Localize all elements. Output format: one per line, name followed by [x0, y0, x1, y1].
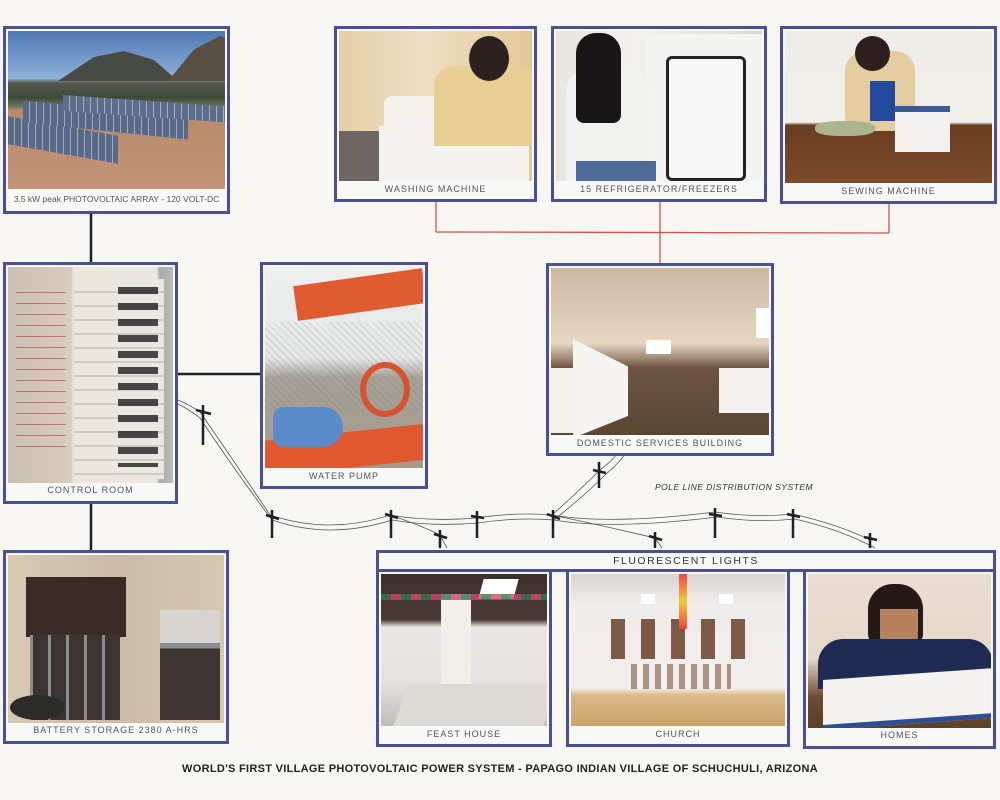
fluorescent-light-icon — [641, 594, 655, 604]
battery-storage-caption: BATTERY STORAGE 2380 A-HRS — [33, 725, 199, 735]
fluorescent-light-icon — [719, 594, 733, 604]
decorated-pillar-icon — [441, 594, 471, 694]
refrigerators-caption: 15 REFRIGERATOR/FREEZERS — [580, 184, 738, 194]
panel-control-room: CONTROL ROOM — [3, 262, 178, 504]
pole-icon — [195, 405, 212, 445]
control-room-caption: CONTROL ROOM — [47, 485, 134, 495]
window-icon — [756, 308, 769, 338]
homes-caption: HOMES — [880, 730, 919, 740]
panel-sewing-machine: SEWING MACHINE — [780, 26, 997, 204]
homes-photo — [808, 574, 991, 728]
washer-icon — [719, 368, 769, 413]
sewing-machine-icon — [895, 106, 950, 152]
panel-domestic-services: DOMESTIC SERVICES BUILDING — [546, 263, 774, 456]
battery-rack-icon — [160, 610, 220, 720]
appliance-connectors — [435, 201, 890, 263]
water-pump-photo — [265, 267, 423, 468]
washing-machine-caption: WASHING MACHINE — [384, 184, 487, 194]
battery-bank-icon — [26, 577, 126, 637]
pole-icon — [384, 510, 399, 538]
person-hair-icon — [576, 33, 621, 123]
person-head-icon — [469, 36, 509, 81]
panel-feast-house: FEAST HOUSE — [376, 569, 552, 747]
panel-water-pump: WATER PUMP — [260, 262, 428, 489]
church-caption: CHURCH — [655, 729, 701, 739]
panel-battery-storage: BATTERY STORAGE 2380 A-HRS — [3, 550, 229, 744]
wiring-icon — [16, 287, 66, 457]
utility-poles — [195, 405, 878, 548]
feast-house-caption: FEAST HOUSE — [426, 729, 502, 739]
pole-line-label: POLE LINE DISTRIBUTION SYSTEM — [655, 482, 814, 492]
pole-icon — [863, 533, 878, 548]
meters-icon — [118, 287, 158, 467]
garland-icon — [381, 594, 547, 600]
jeans-icon — [576, 161, 656, 181]
sewing-machine-caption: SEWING MACHINE — [841, 186, 936, 196]
church-photo — [571, 574, 785, 726]
pole-icon — [265, 510, 280, 538]
battery-storage-photo — [8, 555, 224, 723]
pump-beam-icon — [293, 268, 423, 321]
pole-icon — [433, 530, 448, 548]
control-room-photo — [8, 267, 173, 483]
panel-homes: HOMES — [803, 569, 996, 749]
barrel-icon — [10, 695, 65, 720]
washing-machine-photo — [339, 31, 532, 181]
sewing-machine-photo — [785, 31, 992, 183]
panel-refrigerators: 15 REFRIGERATOR/FREEZERS — [551, 26, 767, 202]
pole-icon — [592, 462, 607, 488]
pole-icon — [708, 508, 723, 538]
sweater-icon — [870, 81, 895, 121]
refrigerator-photo — [556, 31, 762, 181]
feast-house-photo — [381, 574, 547, 726]
mountain-icon — [168, 36, 225, 81]
sink-icon — [339, 131, 379, 181]
water-pump-caption: WATER PUMP — [309, 471, 379, 481]
mountain-icon — [58, 51, 178, 81]
refrigerator-door-icon — [666, 56, 746, 181]
pole-icon — [470, 511, 485, 538]
panel-church: CHURCH — [566, 569, 790, 747]
electric-motor-icon — [273, 407, 343, 447]
pole-icon — [648, 532, 663, 548]
person-head-icon — [855, 36, 890, 71]
solar-array-photo — [8, 31, 225, 189]
freezers-icon — [573, 339, 628, 435]
pole-icon — [786, 509, 801, 538]
power-connectors — [89, 212, 262, 550]
domestic-services-caption: DOMESTIC SERVICES BUILDING — [576, 438, 744, 448]
freezer-icon — [551, 368, 576, 433]
pole-icon — [546, 510, 561, 538]
table-icon — [393, 684, 547, 726]
panel-washing-machine: WASHING MACHINE — [334, 26, 537, 202]
fabric-icon — [815, 121, 875, 136]
poster-title: WORLD'S FIRST VILLAGE PHOTOVOLTAIC POWER… — [182, 763, 818, 775]
domestic-services-photo — [551, 268, 769, 435]
panel-pv-array: 3.5 kW peak PHOTOVOLTAIC ARRAY - 120 VOL… — [3, 26, 230, 214]
flower-garland-icon — [679, 574, 687, 629]
altar-figures-icon — [631, 664, 731, 689]
window-icon — [646, 340, 671, 354]
pv-array-caption: 3.5 kW peak PHOTOVOLTAIC ARRAY - 120 VOL… — [13, 194, 220, 204]
flywheel-icon — [360, 362, 410, 417]
